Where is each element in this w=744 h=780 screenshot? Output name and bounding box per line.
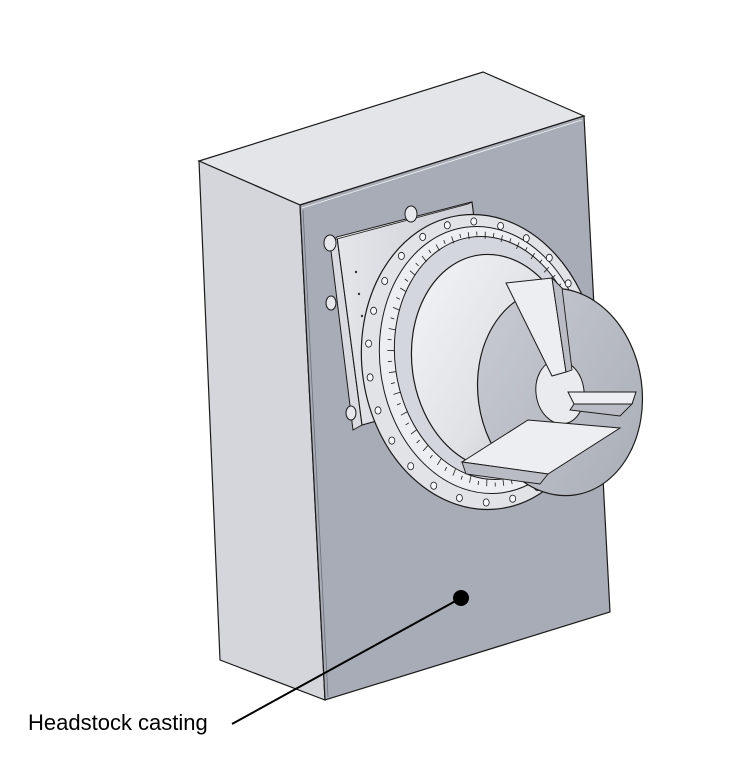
three-jaw-chuck	[410, 253, 644, 497]
scale-tick	[399, 287, 407, 293]
scale-tick	[421, 255, 427, 262]
scale-tick	[388, 328, 396, 331]
callout-headstock-casting: Headstock casting	[28, 590, 469, 735]
faceplate-mark	[354, 270, 358, 274]
ring-bolt-hole	[374, 406, 382, 415]
ring-bolt-hole	[370, 306, 378, 315]
scale-tick	[509, 238, 512, 243]
scale-tick	[392, 307, 400, 311]
scale-tick	[435, 244, 440, 251]
ring-bolt-hole	[545, 253, 553, 262]
scale-tick	[396, 403, 401, 406]
callout-leader-line	[231, 597, 462, 725]
ring-bolt-hole	[419, 232, 427, 241]
ring-bolt-hole	[397, 251, 405, 260]
scale-tick	[428, 249, 432, 254]
faceplate-mark	[357, 292, 361, 296]
scale-tick	[452, 468, 456, 476]
scale-tick	[451, 236, 455, 244]
scale-tick	[493, 232, 495, 238]
scale-tick	[422, 445, 429, 452]
scale-tick	[409, 270, 416, 276]
scale-tick	[393, 391, 401, 395]
scale-tick	[436, 458, 442, 466]
scale-tick	[405, 422, 410, 426]
ring-bolt-hole	[564, 279, 572, 288]
scale-tick	[390, 317, 395, 320]
scale-tick	[388, 371, 396, 373]
ring-bolt-hole	[509, 494, 517, 503]
jaw-right	[567, 391, 637, 405]
scale-tick	[390, 382, 395, 384]
scale-tick	[387, 339, 392, 341]
bolt-heads	[323, 205, 418, 421]
scale-tick	[516, 242, 520, 250]
scale-tick	[396, 297, 401, 300]
scale-tick	[459, 233, 462, 238]
scale-tick	[510, 480, 513, 485]
ring-bolt-hole	[470, 217, 478, 226]
scale-tick	[460, 475, 463, 480]
ring-bolt-hole	[497, 221, 505, 230]
scale-tick	[500, 235, 503, 243]
scale-tick	[539, 259, 543, 264]
scale-tick	[443, 239, 446, 244]
scale-tick	[410, 429, 417, 435]
callout-label: Headstock casting	[28, 710, 208, 735]
scale-tick	[444, 466, 448, 471]
ring-bolt-hole	[443, 221, 451, 230]
scale-tick	[477, 480, 479, 486]
scale-tick	[416, 439, 420, 444]
scale-tick	[543, 266, 550, 273]
ring-bolt-hole	[381, 276, 389, 285]
scale-tick	[469, 475, 472, 483]
ring-bolt-hole	[365, 339, 373, 348]
ring-bolt-hole	[430, 481, 438, 490]
ring-bolt-hole	[407, 462, 415, 471]
scale-tick	[524, 247, 528, 252]
ring-bolt-hole	[366, 373, 374, 382]
scale-tick	[415, 262, 419, 267]
scale-tick	[530, 252, 536, 260]
scale-tick	[467, 232, 470, 240]
ring-bolt-hole	[482, 498, 490, 507]
faceplate-mark	[360, 314, 364, 318]
ring-bolt-hole	[522, 234, 530, 243]
scale-tick	[552, 274, 556, 279]
scale-tick	[404, 278, 409, 282]
scale-tick	[502, 478, 505, 486]
scale-tick	[429, 454, 433, 459]
scale-tick	[400, 411, 408, 416]
ring-bolt-hole	[388, 436, 396, 445]
ring-bolt-hole	[455, 493, 463, 502]
